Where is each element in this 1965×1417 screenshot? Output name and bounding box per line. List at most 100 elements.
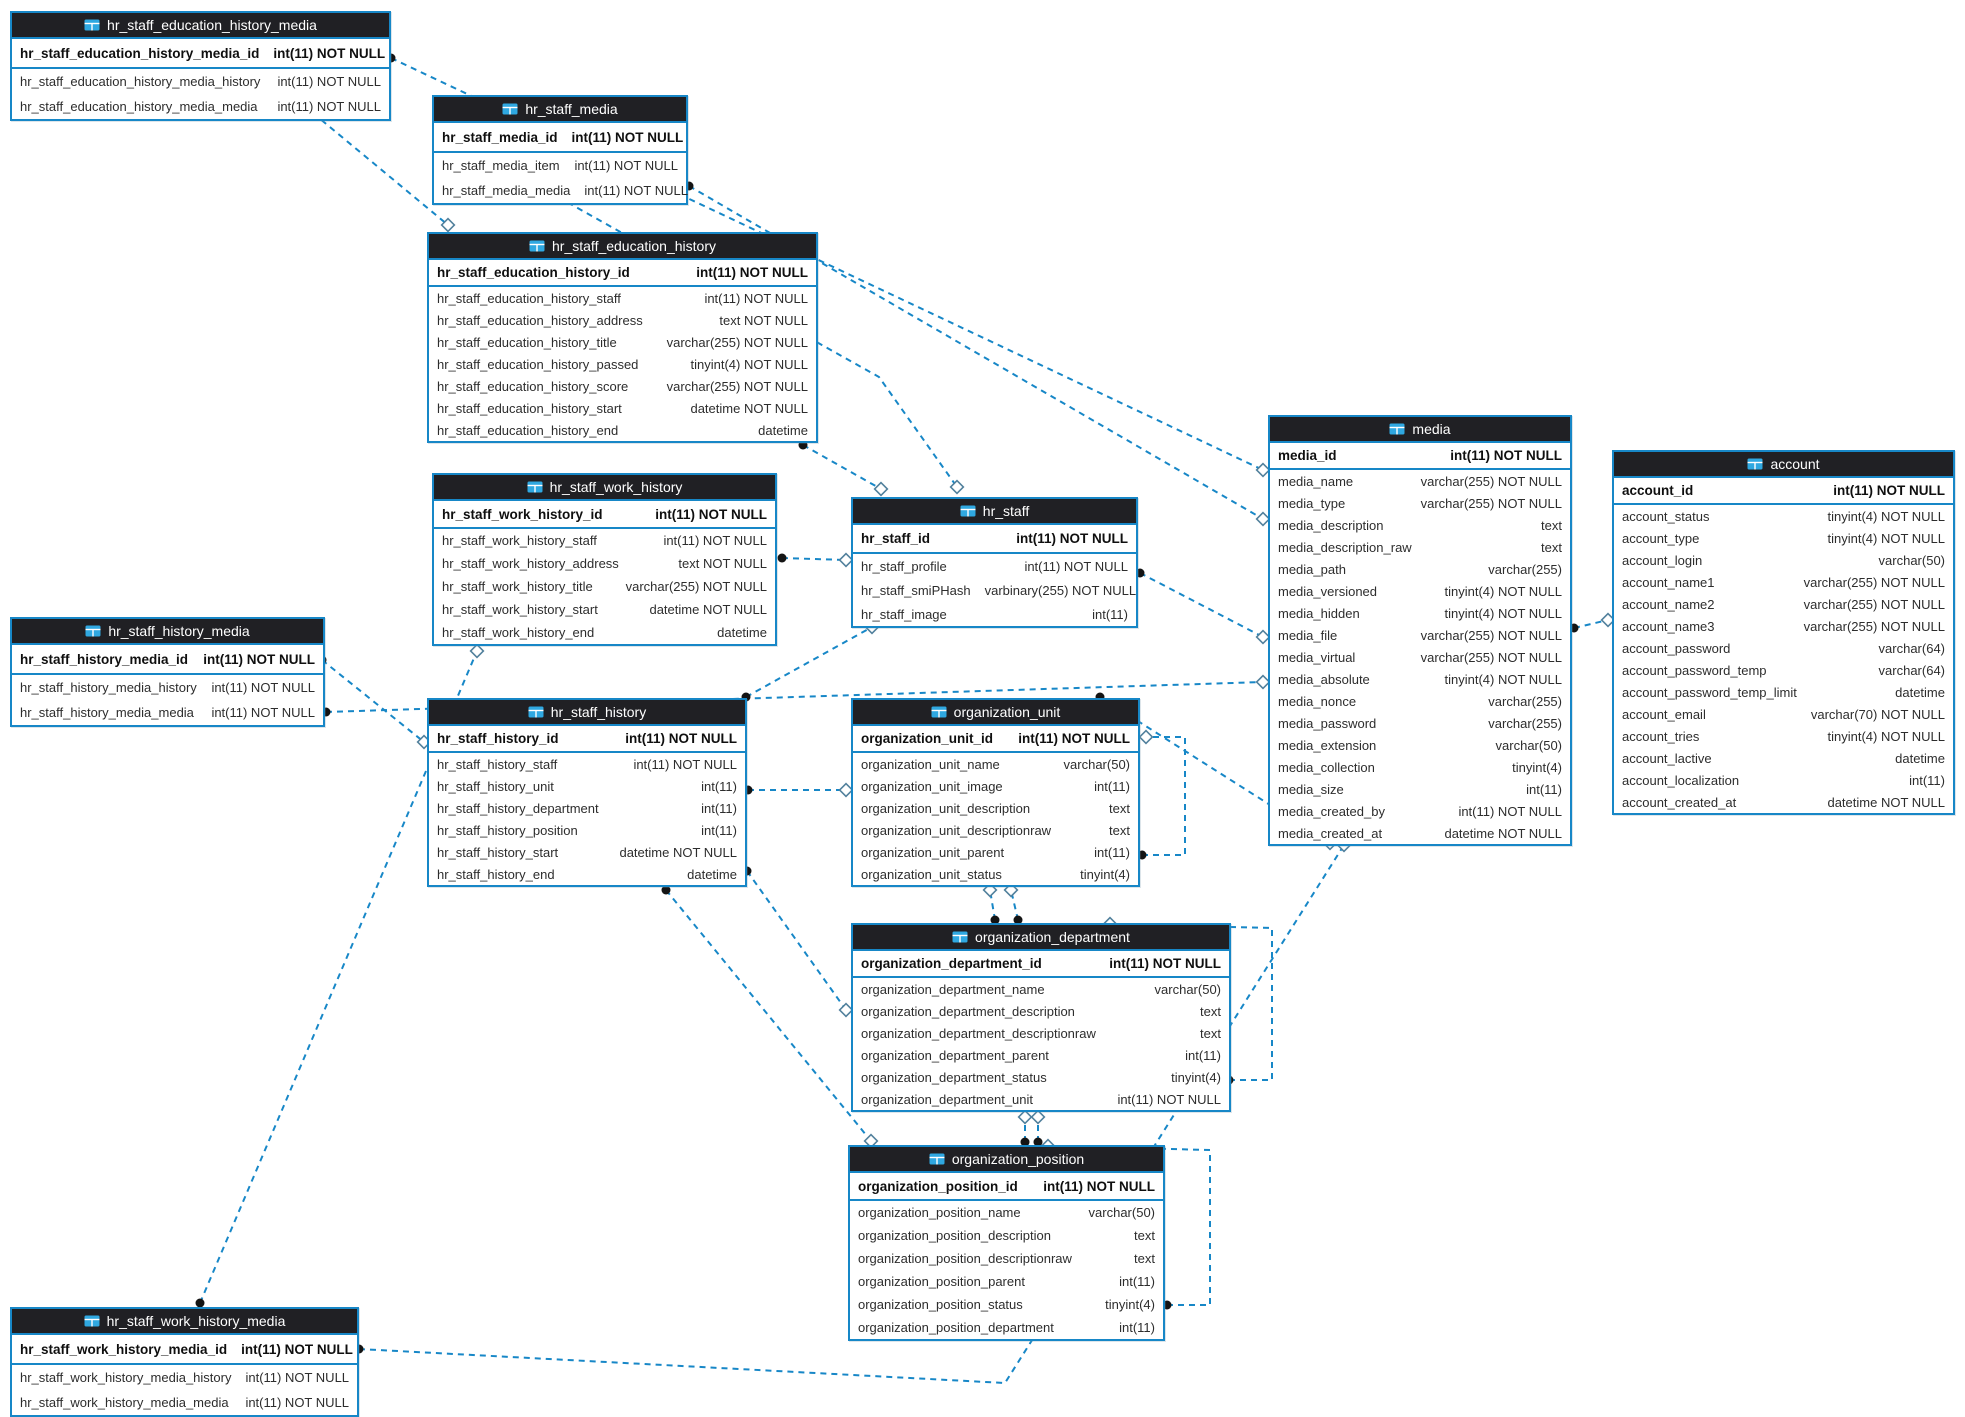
relationship-line[interactable] [1573, 619, 1609, 629]
relationship-line[interactable] [746, 870, 847, 1011]
table-header[interactable]: hr_staff_education_history [429, 234, 816, 260]
relationship-line[interactable] [745, 626, 873, 698]
field-row[interactable]: hr_staff_education_history_media_history… [12, 69, 389, 94]
relationship-line[interactable] [1142, 736, 1186, 856]
table-header[interactable]: media [1270, 417, 1570, 443]
table-header[interactable]: hr_staff_history_media [12, 619, 323, 645]
table-header[interactable]: organization_unit [853, 700, 1138, 726]
table-header[interactable]: hr_staff_work_history_media [12, 1309, 357, 1335]
table-header[interactable]: account [1614, 452, 1953, 478]
relationship-line[interactable] [390, 57, 1264, 471]
relationship-line[interactable] [199, 650, 478, 1304]
table-header[interactable]: hr_staff [853, 499, 1136, 525]
relationship-line[interactable] [781, 557, 847, 561]
table-header[interactable]: hr_staff_media [434, 97, 686, 123]
relationship-line[interactable] [321, 659, 425, 743]
table-header[interactable]: hr_staff_education_history_media [12, 13, 389, 39]
relationship-line[interactable] [665, 889, 872, 1142]
